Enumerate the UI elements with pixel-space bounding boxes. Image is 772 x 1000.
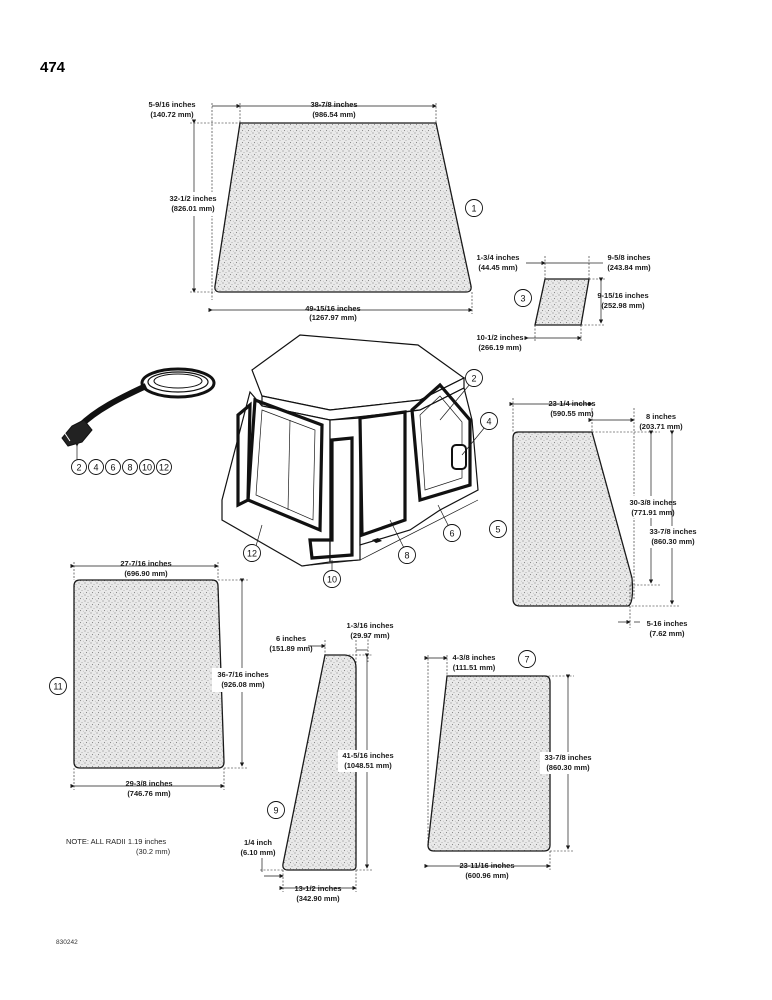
- page-number: 474: [40, 59, 66, 76]
- seal-callout-10: 10: [142, 463, 152, 473]
- p9-bottom-width-mm: (342.90 mm): [296, 894, 340, 903]
- p7-bottom-width-in: 23-11/16 inches: [459, 861, 514, 870]
- p11-height-in: 36-7/16 inches: [217, 670, 268, 679]
- p1-bottom-width-mm: (1267.97 mm): [309, 313, 357, 322]
- cab-callout-4: 4: [486, 417, 491, 427]
- p5-top-offset-mm: (203.71 mm): [639, 422, 683, 431]
- cab-callout-12: 12: [247, 549, 257, 559]
- p11-bottom-width-mm: (746.76 mm): [127, 789, 171, 798]
- p3-height-in: 9-15/16 inches: [597, 291, 648, 300]
- p1-top-offset-in: 5-9/16 inches: [148, 100, 195, 109]
- p9-top-width-in: 6 inches: [276, 634, 306, 643]
- p3-offset-in: 1-3/4 inches: [477, 253, 520, 262]
- seal-callout-row: 2 4 6 8 10 12: [71, 459, 172, 475]
- p5-height-in: 33-7/8 inches: [649, 527, 696, 536]
- cab-callouts: 2 4 5 6 8 10 12: [243, 369, 507, 588]
- p1-height-in: 32-1/2 inches: [169, 194, 216, 203]
- p9-top-width-mm: (151.89 mm): [269, 644, 313, 653]
- p1-height-mm: (826.01 mm): [171, 204, 215, 213]
- cab-callout-8: 8: [404, 551, 409, 561]
- cab-callout-10: 10: [327, 575, 337, 585]
- p7-height-in: 33-7/8 inches: [544, 753, 591, 762]
- note-radii-line2: (30.2 mm): [136, 847, 171, 856]
- seal-strip-roll: [61, 367, 216, 462]
- seal-callout-8: 8: [127, 463, 132, 473]
- p3-offset-mm: (44.45 mm): [478, 263, 518, 272]
- p3-bottom-width-mm: (266.19 mm): [478, 343, 522, 352]
- p1-bottom-width-in: 49-15/16 inches: [305, 304, 360, 313]
- cab-callout-2: 2: [471, 374, 476, 384]
- cab-callout-5: 5: [495, 525, 500, 535]
- panel-5: 23-1/4 inches (590.55 mm) 8 inches (203.…: [509, 398, 699, 638]
- p1-top-offset-mm: (140.72 mm): [150, 110, 194, 119]
- panel-9: 6 inches (151.89 mm) 1-3/16 inches (29.9…: [240, 621, 398, 903]
- p5-height-mm: (860.30 mm): [651, 537, 695, 546]
- p3-bottom-width-in: 10-1/2 inches: [476, 333, 523, 342]
- p9-bottom-width-in: 13-1/2 inches: [294, 884, 341, 893]
- p5-top-width-mm: (590.55 mm): [550, 409, 594, 418]
- p7-height-mm: (860.30 mm): [546, 763, 590, 772]
- p5-top-offset-in: 8 inches: [646, 412, 676, 421]
- p9-bottom-offset-mm: (6.10 mm): [240, 848, 276, 857]
- p7-top-offset-in: 4-3/8 inches: [453, 653, 496, 662]
- panel-7: 4-3/8 inches (111.51 mm) 33-7/8 inches (…: [424, 650, 596, 880]
- seal-callout-2: 2: [76, 463, 81, 473]
- p3-callout: 3: [520, 294, 525, 304]
- seal-callout-12: 12: [159, 463, 169, 473]
- p11-bottom-width-in: 29-3/8 inches: [125, 779, 172, 788]
- note-radii-line1: NOTE: ALL RADII 1.19 inches: [66, 837, 166, 846]
- panel-3: 1-3/4 inches (44.45 mm) 9-5/8 inches (24…: [476, 253, 651, 352]
- p11-top-width-in: 27-7/16 inches: [120, 559, 171, 568]
- panel-1: 5-9/16 inches (140.72 mm) 38-7/8 inches …: [148, 100, 483, 322]
- figure-code: 830242: [56, 939, 78, 946]
- p11-top-width-mm: (696.90 mm): [124, 569, 168, 578]
- p11-callout: 11: [53, 682, 62, 692]
- cab-callout-6: 6: [449, 529, 454, 539]
- p5-bottom-offset-in: 5-16 inches: [647, 619, 688, 628]
- p1-top-width-mm: (986.54 mm): [312, 110, 356, 119]
- seal-callout-4: 4: [93, 463, 98, 473]
- p9-top-offset-mm: (29.97 mm): [350, 631, 390, 640]
- p3-top-width-mm: (243.84 mm): [607, 263, 651, 272]
- p11-height-mm: (926.08 mm): [221, 680, 265, 689]
- p9-callout: 9: [273, 806, 278, 816]
- p1-top-width-in: 38-7/8 inches: [310, 100, 357, 109]
- p9-height-in: 41-5/16 inches: [342, 751, 393, 760]
- p9-bottom-offset-in: 1/4 inch: [244, 838, 272, 847]
- p3-height-mm: (252.98 mm): [601, 301, 645, 310]
- p1-callout: 1: [471, 204, 476, 214]
- cab-assembly: [221, 334, 479, 567]
- p5-slope-height-in: 30-3/8 inches: [629, 498, 676, 507]
- p3-top-width-in: 9-5/8 inches: [608, 253, 651, 262]
- p5-top-width-in: 23-1/4 inches: [548, 399, 595, 408]
- p5-slope-height-mm: (771.91 mm): [631, 508, 675, 517]
- panel-11: 27-7/16 inches (696.90 mm) 36-7/16 inche…: [49, 559, 272, 798]
- p9-top-offset-in: 1-3/16 inches: [346, 621, 393, 630]
- p7-top-offset-mm: (111.51 mm): [453, 663, 496, 672]
- p7-callout: 7: [524, 655, 529, 665]
- p9-height-mm: (1048.51 mm): [344, 761, 392, 770]
- p5-bottom-offset-mm: (7.62 mm): [649, 629, 685, 638]
- seal-callout-6: 6: [110, 463, 115, 473]
- p7-bottom-width-mm: (600.96 mm): [465, 871, 509, 880]
